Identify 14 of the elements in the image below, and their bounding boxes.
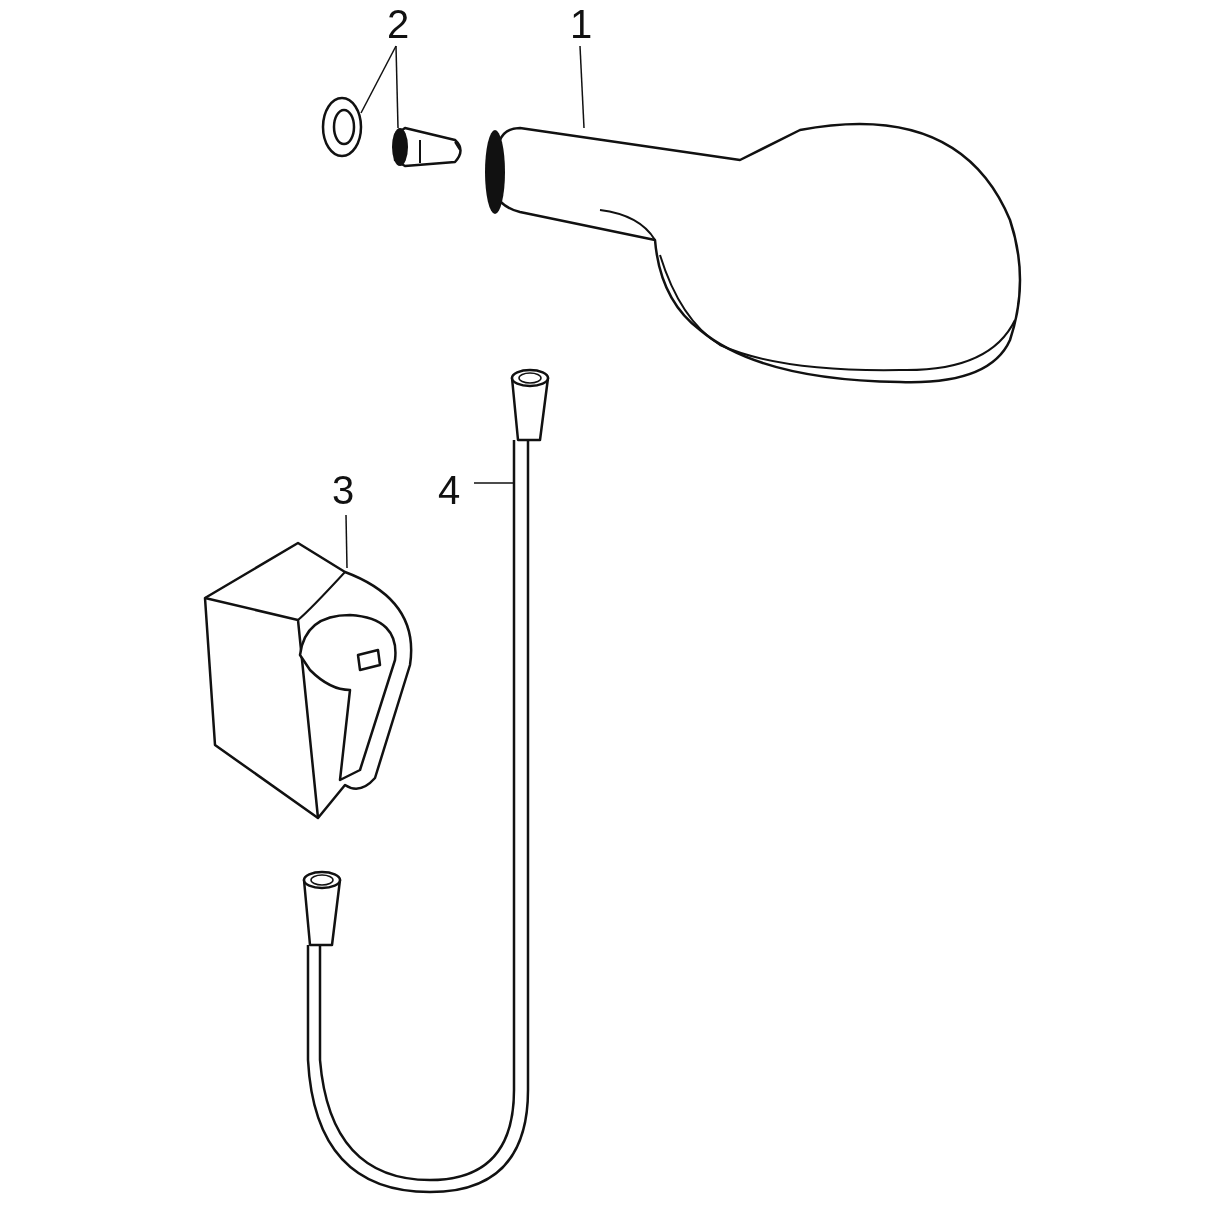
washer-drawing [321, 96, 363, 158]
hose-drawing [302, 368, 550, 1194]
callout-number: 4 [438, 470, 461, 510]
callout-number: 3 [332, 470, 355, 510]
leader-line [395, 45, 399, 129]
leader-line [473, 482, 515, 484]
connector-drawing [392, 126, 462, 168]
callout-number: 2 [387, 4, 410, 44]
shower-holder-drawing [203, 541, 413, 820]
leader-line [579, 45, 585, 129]
leader-line [345, 514, 348, 569]
callout-number: 1 [570, 4, 593, 44]
hand-shower-drawing [485, 122, 1022, 384]
leader-line [360, 45, 397, 114]
